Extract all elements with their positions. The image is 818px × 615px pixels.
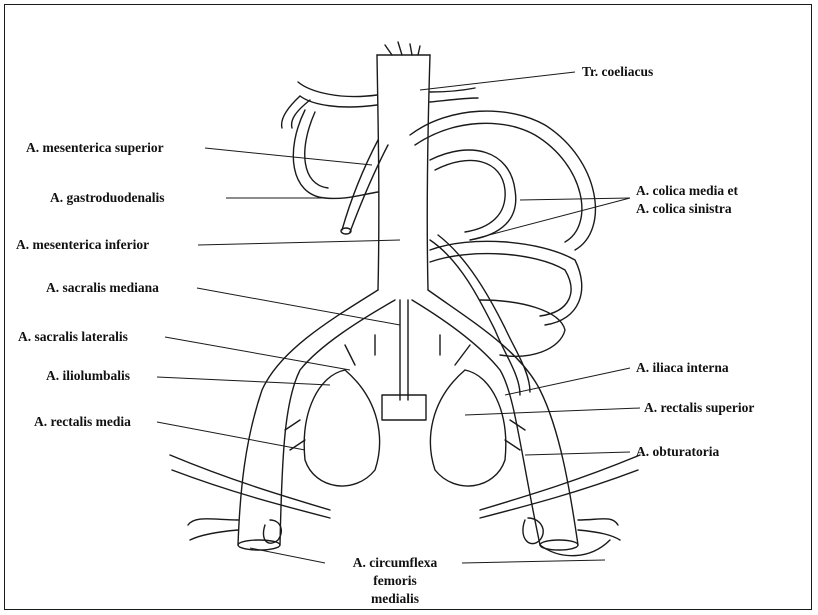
label-rectalis-media: A. rectalis media	[34, 414, 131, 430]
colic-arteries	[410, 111, 595, 395]
label-circumflexa: A. circumflexa femoris medialis	[330, 555, 460, 607]
label-mesenterica-inferior: A. mesenterica inferior	[16, 237, 149, 253]
gastroduodenal-artery	[293, 110, 378, 198]
label-circumflexa-line2: femoris	[330, 573, 460, 589]
label-sacralis-lateralis: A. sacralis lateralis	[18, 329, 128, 345]
label-obturatoria: A. obturatoria	[636, 444, 719, 460]
label-sacralis-mediana: A. sacralis mediana	[46, 280, 159, 296]
label-colica-line2: A. colica sinistra	[636, 201, 738, 217]
label-circumflexa-line3: medialis	[330, 591, 460, 607]
label-iliolumbalis: A. iliolumbalis	[46, 368, 130, 384]
label-gastroduodenalis: A. gastroduodenalis	[50, 190, 165, 206]
label-rectalis-superior: A. rectalis superior	[644, 400, 754, 416]
median-sacral-artery	[382, 300, 426, 420]
label-colica-line1: A. colica media et	[636, 183, 738, 199]
label-mesenterica-superior: A. mesenterica superior	[26, 140, 164, 156]
superior-mesenteric-artery	[341, 140, 388, 234]
label-tr-coeliacus: Tr. coeliacus	[582, 64, 653, 80]
label-iliaca-interna: A. iliaca interna	[636, 360, 729, 376]
label-colica: A. colica media et A. colica sinistra	[636, 183, 738, 217]
label-circumflexa-line1: A. circumflexa	[330, 555, 460, 571]
aorta	[377, 42, 430, 290]
